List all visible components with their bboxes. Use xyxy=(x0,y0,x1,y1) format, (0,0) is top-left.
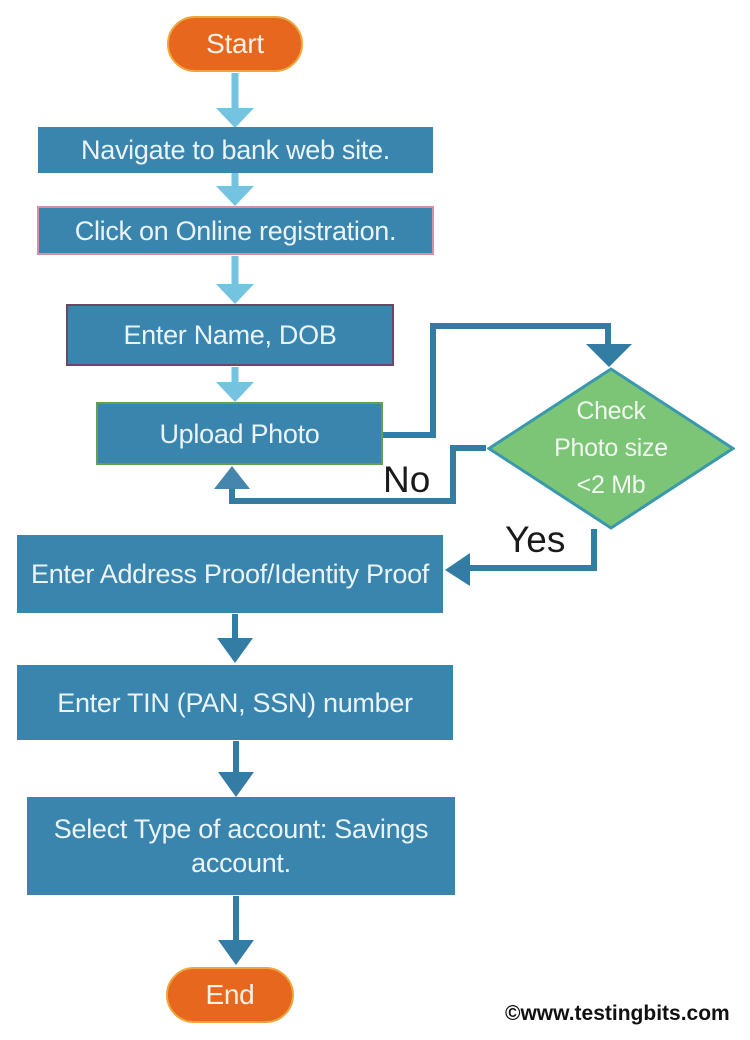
edge-label-no: No xyxy=(383,461,430,499)
node-upload-photo: Upload Photo xyxy=(96,402,383,465)
arrow-down-icon xyxy=(218,772,254,797)
copyright-credit: ©www.testingbits.com xyxy=(505,1002,730,1026)
arrow-up-icon xyxy=(214,466,250,489)
node-address-label: Enter Address Proof/Identity Proof xyxy=(30,559,430,589)
copyright-text: ©www.testingbits.com xyxy=(505,1002,730,1025)
check-line-3: <2 Mb xyxy=(576,471,646,499)
node-start: Start xyxy=(167,16,303,72)
node-upload-label: Upload Photo xyxy=(159,418,320,449)
arrow-left-icon xyxy=(445,553,470,586)
arrow-down-icon xyxy=(217,638,253,663)
node-check-label: Check Photo size <2 Mb xyxy=(487,367,735,530)
node-navigate-label: Navigate to bank web site. xyxy=(81,135,390,165)
node-enter-tin: Enter TIN (PAN, SSN) number xyxy=(17,665,453,740)
arrow-down-icon xyxy=(586,344,632,367)
node-enter-name-dob: Enter Name, DOB xyxy=(66,304,394,366)
arrow-down-icon xyxy=(218,940,254,965)
node-tin-label: Enter TIN (PAN, SSN) number xyxy=(57,687,413,718)
arrow-down-icon xyxy=(216,382,254,402)
arrow-down-icon xyxy=(216,186,254,206)
no-label-text: No xyxy=(383,459,431,500)
node-account-label: Select Type of account: Savings account. xyxy=(53,814,429,878)
check-line-2: Photo size xyxy=(554,434,668,462)
node-end-label: End xyxy=(205,979,255,1010)
node-check-photo-size: Check Photo size <2 Mb xyxy=(487,367,735,530)
node-name-dob-label: Enter Name, DOB xyxy=(123,320,337,350)
node-register-label: Click on Online registration. xyxy=(74,215,397,246)
node-start-label: Start xyxy=(206,28,264,59)
node-online-registration: Click on Online registration. xyxy=(37,206,434,255)
yes-label-text: Yes xyxy=(505,519,566,560)
check-line-1: Check xyxy=(576,397,646,425)
node-end: End xyxy=(166,967,294,1023)
edge-label-yes: Yes xyxy=(505,521,565,559)
arrow-down-icon xyxy=(216,284,254,304)
node-enter-address-proof: Enter Address Proof/Identity Proof xyxy=(17,535,443,613)
node-select-account-type: Select Type of account: Savings account. xyxy=(27,797,455,895)
decision-diamond-shape xyxy=(487,367,735,530)
arrow-down-icon xyxy=(216,108,254,128)
node-navigate-bank-site: Navigate to bank web site. xyxy=(38,127,433,173)
